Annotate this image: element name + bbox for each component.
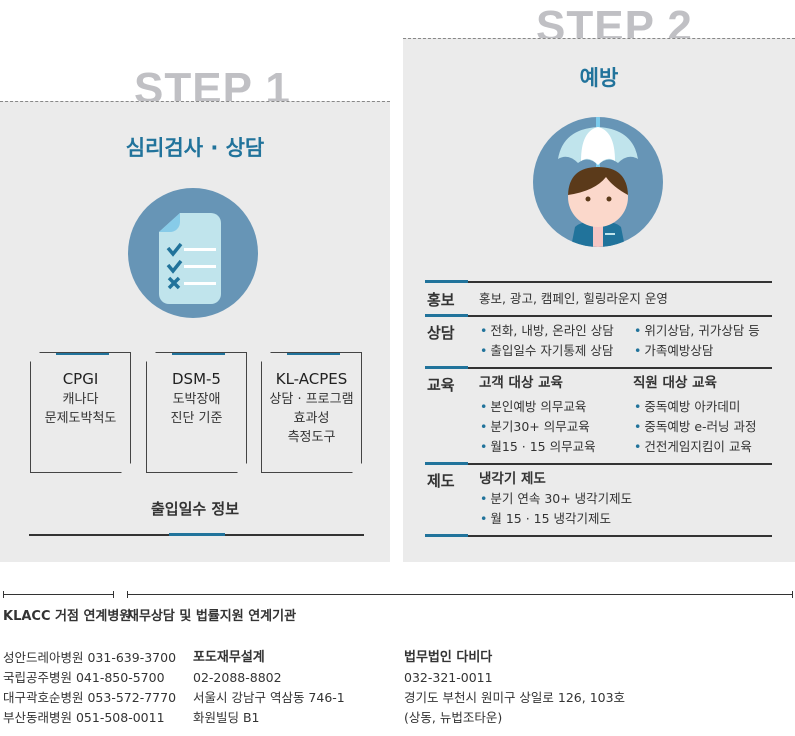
bullet-icon: • (480, 323, 488, 338)
divider (425, 281, 772, 283)
bullet-icon: • (634, 419, 642, 434)
list-item: •전화, 내방, 온라인 상담 (480, 321, 614, 341)
list-item: •월15 · 15 의무교육 (480, 437, 596, 457)
org-line: (상동, 뉴법조타운) (404, 710, 503, 725)
bullet-icon: • (480, 419, 488, 434)
list-item: •출입일수 자기통제 상담 (480, 341, 613, 361)
tick (127, 591, 793, 598)
row-label-counsel: 상담 (427, 324, 455, 342)
org-line: 경기도 부천시 원미구 상일로 126, 103호 (404, 690, 626, 705)
umbrella-person-icon (533, 117, 663, 247)
card-title: KL-ACPES (275, 370, 348, 388)
list-item-text: 가족예방상담 (644, 343, 714, 358)
step1-title: 심리검사 · 상담 (125, 136, 265, 160)
hospital-item: 국립공주병원 041-850-5700 (3, 670, 165, 685)
system-title: 냉각기 제도 (479, 471, 546, 487)
edu-left-title: 고객 대상 교육 (479, 375, 563, 391)
list-item: •건전게임지킴이 교육 (634, 437, 752, 457)
bullet-icon: • (480, 343, 488, 358)
org-podo: 포도재무설계 02-2088-8802 서울시 강남구 역삼동 746-1 화원… (193, 648, 345, 728)
org-davida: 법무법인 다비다 032-321-0011 경기도 부천시 원미구 상일로 12… (404, 648, 625, 728)
divider (425, 463, 772, 465)
card-line: 상담 · 프로그램 (269, 392, 354, 407)
card-title: CPGI (62, 370, 99, 388)
card-line: 측정도구 (287, 430, 336, 445)
accent (169, 533, 225, 536)
list-item: •가족예방상담 (634, 341, 713, 361)
list-item-text: 분기30+ 의무교육 (490, 419, 590, 434)
bullet-icon: • (634, 399, 642, 414)
card-cpgi: CPGI 캐나다 문제도박척도 (30, 352, 131, 473)
divider (425, 535, 772, 537)
list-item-text: 중독예방 아카데미 (644, 399, 741, 414)
list-item: •본인예방 의무교육 (480, 397, 586, 417)
divider (127, 594, 792, 595)
divider (425, 367, 772, 369)
accent (425, 280, 468, 283)
list-item: •월 15 · 15 냉각기제도 (480, 509, 611, 529)
card-line: 효과성 (293, 411, 330, 426)
card-line: 캐나다 (62, 392, 99, 407)
org-name: 법무법인 다비다 (404, 650, 493, 665)
bullet-icon: • (634, 323, 642, 338)
bullet-icon: • (634, 343, 642, 358)
bullet-icon: • (480, 399, 488, 414)
org-name: 포도재무설계 (193, 650, 265, 665)
bullet-icon: • (634, 439, 642, 454)
org-line: 화원빌딩 B1 (193, 710, 260, 725)
list-item-text: 위기상담, 귀가상담 등 (644, 323, 760, 338)
org-line: 032-321-0011 (404, 670, 493, 685)
org-line: 02-2088-8802 (193, 670, 282, 685)
hospital-item: 대구곽호순병원 053-572-7770 (3, 690, 177, 705)
list-item: •위기상담, 귀가상담 등 (634, 321, 760, 341)
list-item: •분기 연속 30+ 냉각기제도 (480, 489, 632, 509)
list-item-text: 중독예방 e-러닝 과정 (644, 419, 757, 434)
org-line: 서울시 강남구 역삼동 746-1 (193, 690, 345, 705)
list-item-text: 월 15 · 15 냉각기제도 (490, 511, 612, 526)
legal-title: 재무상담 및 법률지원 연계기관 (127, 609, 297, 624)
list-item-text: 월15 · 15 의무교육 (490, 439, 596, 454)
hospital-item: 부산동래병원 051-508-0011 (3, 710, 165, 725)
step1-footer: 출입일수 정보 (150, 500, 240, 518)
card-kl-acpes: KL-ACPES 상담 · 프로그램 효과성 측정도구 (261, 352, 362, 473)
bullet-icon: • (480, 439, 488, 454)
list-item-text: 전화, 내방, 온라인 상담 (490, 323, 614, 338)
accent (425, 534, 468, 537)
hospital-item: 성안드레아병원 031-639-3700 (3, 650, 177, 665)
step1-panel: 심리검사 · 상담 CPGI 캐나다 문제도박척도 DSM-5 도박장애 진단 … (0, 101, 390, 562)
list-item: •분기30+ 의무교육 (480, 417, 590, 437)
row-label-promo: 홍보 (427, 291, 455, 309)
checklist-icon (128, 188, 258, 318)
step2-panel: 예방 홍보 홍보, 광고, 캠페인, 힐링라운지 운영 상담 •전화, 내방, … (403, 38, 795, 562)
accent (425, 462, 468, 465)
divider (425, 315, 772, 317)
card-line: 문제도박척도 (44, 411, 117, 426)
list-item-text: 본인예방 의무교육 (490, 399, 587, 414)
card-dsm5: DSM-5 도박장애 진단 기준 (146, 352, 247, 473)
promo-text: 홍보, 광고, 캠페인, 힐링라운지 운영 (479, 291, 668, 306)
accent (425, 314, 468, 317)
row-label-edu: 교육 (427, 376, 455, 394)
step2-title: 예방 (579, 66, 619, 90)
card-line: 진단 기준 (170, 411, 223, 426)
list-item: •중독예방 아카데미 (634, 397, 740, 417)
list-item-text: 건전게임지킴이 교육 (644, 439, 752, 454)
list-item: •중독예방 e-러닝 과정 (634, 417, 757, 437)
edu-right-title: 직원 대상 교육 (633, 375, 717, 391)
hospital-list: 성안드레아병원 031-639-3700 국립공주병원 041-850-5700… (3, 648, 176, 728)
bullet-icon: • (480, 511, 488, 526)
card-title: DSM-5 (172, 370, 221, 388)
row-label-system: 제도 (427, 472, 455, 490)
list-item-text: 출입일수 자기통제 상담 (490, 343, 614, 358)
accent (425, 366, 468, 369)
hospitals-title: KLACC 거점 연계병원 (3, 609, 132, 624)
card-line: 도박장애 (172, 392, 221, 407)
list-item-text: 분기 연속 30+ 냉각기제도 (490, 491, 633, 506)
tick (3, 591, 114, 598)
bullet-icon: • (480, 491, 488, 506)
